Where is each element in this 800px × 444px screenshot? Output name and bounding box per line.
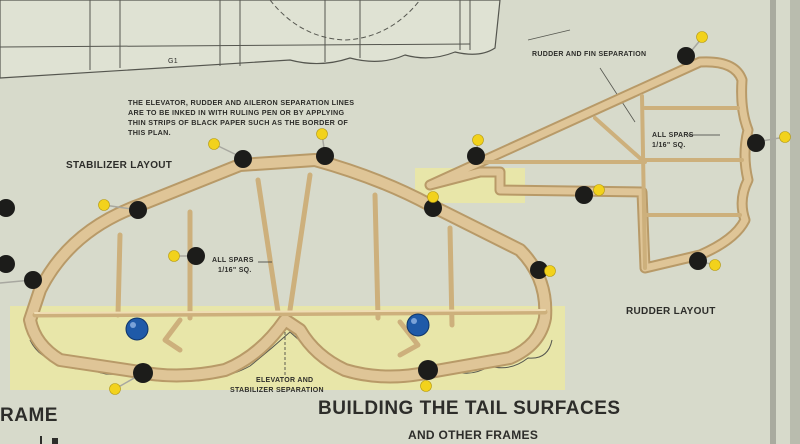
rudder-separation-line xyxy=(527,29,571,41)
upper-drawing-outline xyxy=(0,0,501,79)
upper-drawing-lines xyxy=(0,0,471,70)
stab-dimension-arrows xyxy=(258,261,286,375)
rudder-layout-label: RUDDER LAYOUT xyxy=(626,306,716,317)
stab-spars-label-2: 1/16" SQ. xyxy=(218,267,252,274)
rudder-fin-separation-label: RUDDER AND FIN SEPARATION xyxy=(532,51,647,58)
frame-partial-heading: RAME xyxy=(0,405,58,426)
subtitle: AND OTHER FRAMES xyxy=(408,428,539,442)
plan-note: THE ELEVATOR, RUDDER AND AILERON SEPARAT… xyxy=(128,98,355,137)
paper-border-right xyxy=(770,0,776,444)
stabilizer-frame xyxy=(23,153,553,384)
pins xyxy=(0,31,791,395)
bottom-partial-marks xyxy=(40,436,58,444)
rudder-frame xyxy=(424,56,754,274)
elevator-separation-label-1: ELEVATOR AND xyxy=(256,377,314,384)
rudder-spars-label-1: ALL SPARS xyxy=(652,132,694,139)
rudder-spars-label-2: 1/16" SQ. xyxy=(652,142,686,149)
label-g1: G1 xyxy=(168,58,178,65)
elevator-separation-label-2: STABILIZER SEPARATION xyxy=(230,387,324,394)
main-title: BUILDING THE TAIL SURFACES xyxy=(318,398,621,419)
stab-spars-label-1: ALL SPARS xyxy=(212,257,254,264)
stabilizer-layout-label: STABILIZER LAYOUT xyxy=(66,160,173,171)
